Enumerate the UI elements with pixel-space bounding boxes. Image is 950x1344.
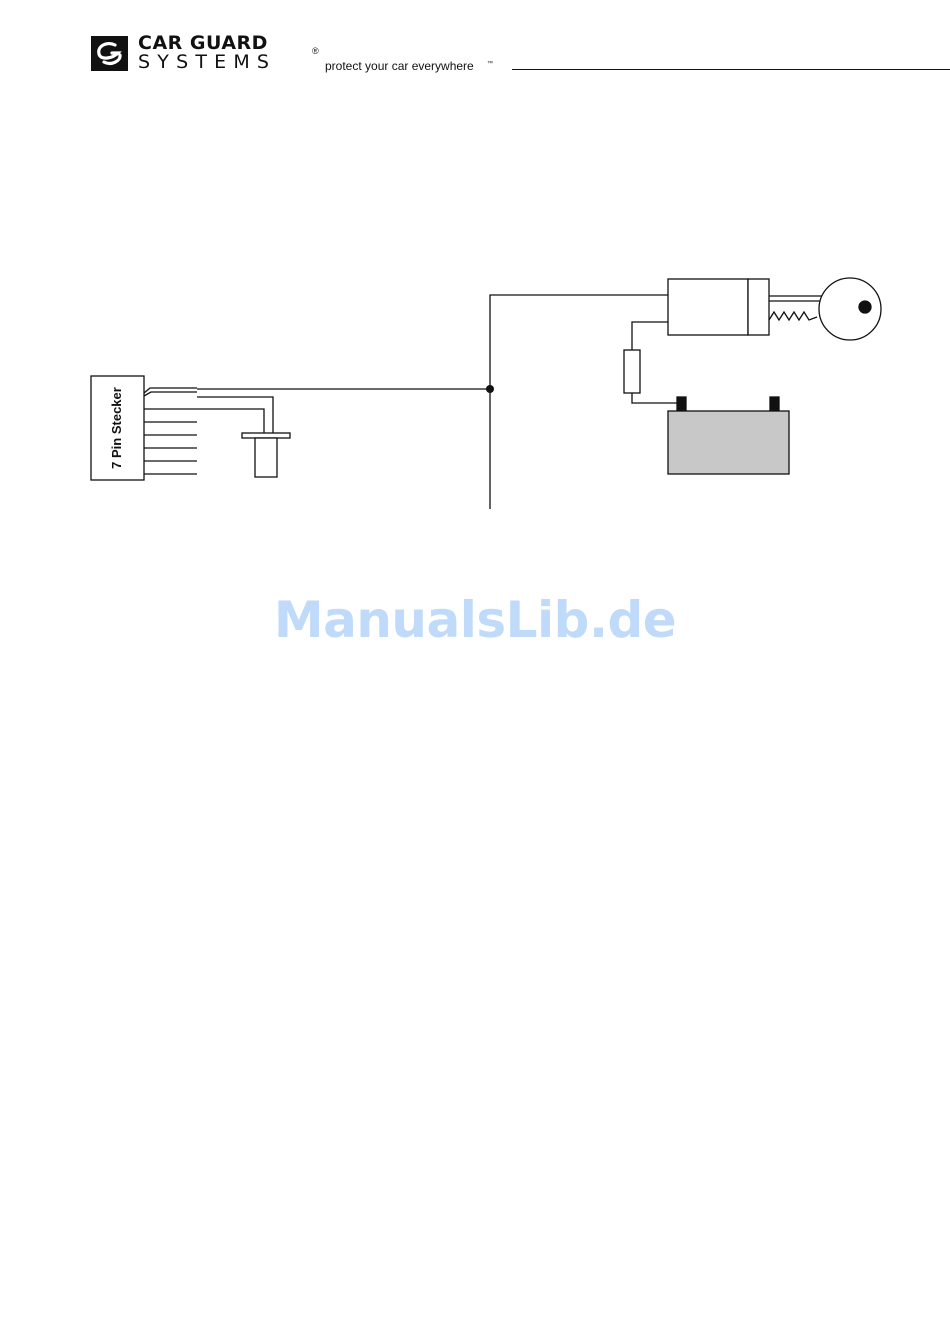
connector-wires: [144, 388, 197, 474]
key-hole: [859, 301, 871, 313]
ignition-switch-barrel: [748, 279, 769, 335]
battery-icon: [668, 411, 789, 474]
connector-wire-2: [144, 392, 197, 396]
battery-terminal-negative: [770, 397, 779, 411]
wire-to-terminal-outer: [197, 397, 273, 434]
ignition-key-icon: [769, 278, 881, 340]
wire-junction-dot: [486, 385, 494, 393]
watermark-text: ManualsLib.de: [0, 590, 950, 650]
wire-fuse-to-battery: [632, 393, 680, 403]
wire-switch-to-fuse: [632, 322, 668, 350]
battery-terminal-positive: [677, 397, 686, 411]
ground-terminal-flange: [242, 433, 290, 438]
ignition-switch-body: [668, 279, 748, 335]
wire-to-terminal-inner: [197, 409, 264, 434]
key-teeth: [769, 312, 817, 320]
connector-label: 7 Pin Stecker: [109, 387, 124, 469]
key-bow: [819, 278, 881, 340]
main-vertical-wire: [490, 295, 668, 509]
fuse-icon: [624, 350, 640, 393]
ground-terminal-body: [255, 438, 277, 477]
